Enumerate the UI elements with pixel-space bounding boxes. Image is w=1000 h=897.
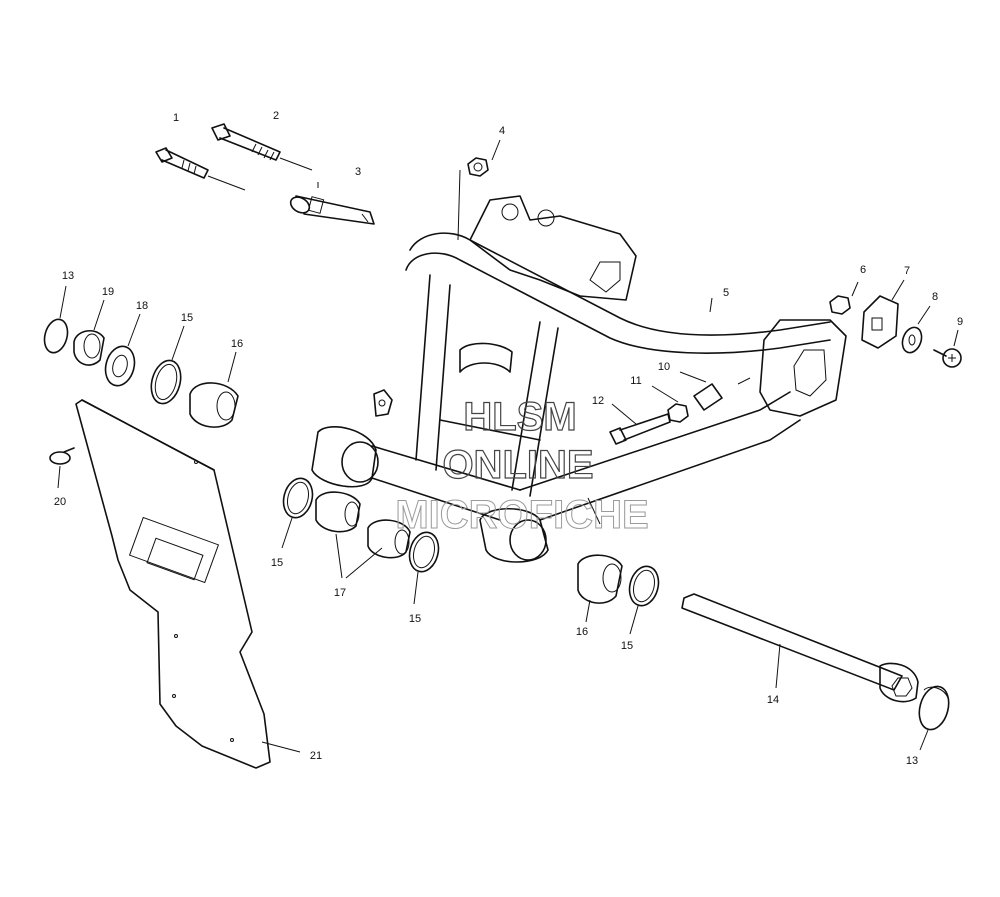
part-20-rivet: [49, 447, 75, 489]
watermark-line-1: HLSM: [463, 395, 576, 439]
callout-label: 7: [904, 265, 910, 277]
callout-label: 8: [932, 291, 938, 303]
part-7-clip: [861, 279, 905, 349]
part-15-ring-a: [150, 325, 185, 405]
callout-label: 3: [355, 166, 361, 178]
callout-label: 4: [499, 125, 505, 137]
callout-label: 16: [231, 338, 243, 350]
part-11-nut: [651, 385, 689, 423]
part-3-pin: [289, 182, 375, 225]
callout-label: 13: [62, 270, 74, 282]
part-5-swing-arm: [311, 195, 847, 563]
part-15-ring-c: [408, 531, 440, 605]
callout-label: 19: [102, 286, 114, 298]
watermark-line-3: MICROFICHE: [395, 493, 648, 537]
part-2-bolt: [211, 123, 313, 171]
part-1-bolt: [155, 147, 246, 191]
part-6-nut: [829, 281, 859, 315]
callout-label: 15: [409, 613, 421, 625]
part-13-cap-right: [918, 685, 950, 751]
part-16-sleeve-a: [189, 351, 239, 428]
part-17-bushings: [315, 491, 411, 579]
callout-label: 11: [630, 375, 641, 387]
part-15-ring-b: [281, 477, 314, 549]
callout-label: 2: [273, 110, 279, 122]
callout-label: 10: [658, 361, 670, 373]
callout-label: 15: [271, 557, 283, 569]
part-12-bolt: [609, 403, 671, 445]
callout-label: 16: [576, 626, 588, 638]
callout-label: 15: [621, 640, 633, 652]
callout-label: 1: [173, 112, 179, 124]
part-15-ring-d: [628, 565, 660, 635]
callout-label: 15: [181, 312, 193, 324]
callout-label: 6: [860, 264, 866, 276]
callout-label: 21: [310, 750, 322, 762]
callout-label: 12: [592, 395, 604, 407]
part-4-nut: [457, 139, 501, 241]
part-16-sleeve-b: [577, 554, 623, 623]
callout-label: 5: [723, 287, 729, 299]
watermark: HLSM ONLINE MICROFICHE: [395, 394, 649, 537]
callout-label: 18: [136, 300, 148, 312]
callout-label: 20: [54, 496, 66, 508]
part-19-nut: [73, 299, 105, 366]
callout-label: 14: [767, 694, 779, 706]
part-8-washer: [901, 305, 931, 354]
callout-labels: 1 2 3 4 5 6 7 8 9 10 11 12 13 19 18 15 1…: [54, 110, 963, 767]
callout-label: 9: [957, 316, 963, 328]
part-18-bushing: [104, 313, 141, 387]
watermark-line-2: ONLINE: [442, 443, 593, 487]
part-14-axle-bolt: [681, 593, 919, 703]
part-9-screw: [933, 329, 962, 368]
part-13-cap-left: [43, 285, 69, 354]
part-21-mud-flap: [75, 399, 301, 769]
callout-label: 13: [906, 755, 918, 767]
callout-label: 17: [334, 587, 346, 599]
part-10-spacer: [679, 371, 723, 411]
